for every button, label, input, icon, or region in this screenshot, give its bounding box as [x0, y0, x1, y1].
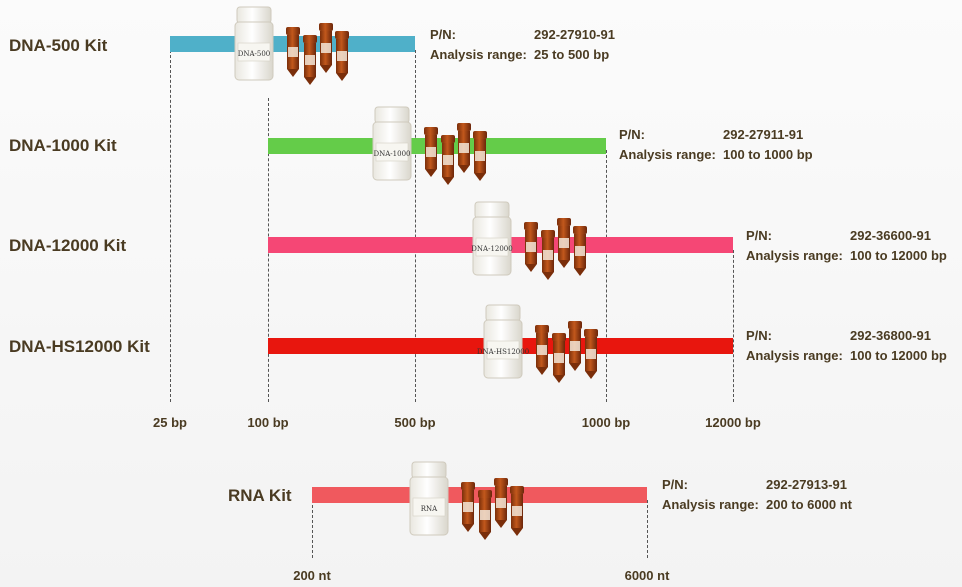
kit-name-label: DNA-HS12000 Kit — [9, 337, 150, 356]
kit-name-label: DNA-500 Kit — [9, 36, 108, 55]
analysis-range-value: 100 to 12000 bp — [850, 248, 947, 263]
analysis-range-label: Analysis range: — [662, 497, 759, 512]
part-number-value: 292-36800-91 — [850, 328, 931, 343]
analysis-range-row: Analysis range: 100 to 1000 bp — [619, 145, 813, 165]
reagent-vial — [457, 123, 471, 173]
part-number-row: P/N: 292-27913-91 — [662, 475, 852, 495]
part-number-label: P/N: — [746, 328, 772, 343]
reagent-vial — [568, 321, 582, 371]
analysis-range-row: Analysis range: 200 to 6000 nt — [662, 495, 852, 515]
analysis-range-row: Analysis range: 100 to 12000 bp — [746, 346, 947, 366]
part-number-value: 292-27913-91 — [766, 477, 847, 492]
reagent-bottle: DNA-500 — [234, 6, 274, 81]
part-number-row: P/N: 292-36800-91 — [746, 326, 947, 346]
part-number-label: P/N: — [662, 477, 688, 492]
reagent-vial — [535, 325, 549, 375]
axis-tick-label: 25 bp — [153, 415, 187, 430]
axis-guide-line — [415, 50, 416, 402]
reagent-bottle: DNA-1000 — [372, 106, 412, 181]
axis-tick-label: 100 bp — [247, 415, 289, 430]
part-number-value: 292-27911-91 — [723, 127, 804, 142]
reagent-vial — [335, 31, 349, 81]
part-number-value: 292-36600-91 — [850, 228, 931, 243]
reagent-vial — [441, 135, 455, 185]
reagent-vial — [303, 35, 317, 85]
analysis-range-value: 25 to 500 bp — [534, 47, 610, 62]
part-number-label: P/N: — [430, 27, 456, 42]
reagent-vial — [319, 23, 333, 73]
axis-guide-line — [606, 150, 607, 402]
kit-name-label: DNA-12000 Kit — [9, 236, 127, 255]
kit-name-label: DNA-1000 Kit — [9, 136, 117, 155]
analysis-range-label: Analysis range: — [430, 47, 527, 62]
reagent-vial — [557, 218, 571, 268]
analysis-range-label: Analysis range: — [746, 348, 843, 363]
part-number-label: P/N: — [619, 127, 645, 142]
analysis-range-row: Analysis range: 25 to 500 bp — [430, 45, 615, 65]
reagent-bottle: RNA — [409, 461, 449, 536]
analysis-range-row: Analysis range: 100 to 12000 bp — [746, 246, 947, 266]
reagent-vial — [524, 222, 538, 272]
reagent-vial — [473, 131, 487, 181]
bottle-label: DNA-1000 — [374, 150, 411, 158]
reagent-vial — [494, 478, 508, 528]
kit-product-image: RNA — [409, 461, 524, 540]
kit-product-image: DNA-500 — [234, 6, 349, 85]
reagent-vial — [478, 490, 492, 540]
axis-tick-label: 6000 nt — [624, 568, 670, 583]
kit-product-image: DNA-12000 — [471, 201, 587, 280]
reagent-vial — [286, 27, 300, 77]
axis-guide-line — [312, 500, 313, 558]
reagent-vial — [573, 226, 587, 276]
axis-guide-line — [647, 500, 648, 558]
bottle-label: RNA — [421, 505, 438, 513]
kit-name-label: RNA Kit — [228, 486, 292, 505]
analysis-range-label: Analysis range: — [619, 147, 716, 162]
kit-product-image: DNA-1000 — [372, 106, 487, 185]
analysis-range-value: 100 to 12000 bp — [850, 348, 947, 363]
bottle-label: DNA-12000 — [471, 245, 512, 253]
analysis-range-value: 200 to 6000 nt — [766, 497, 852, 512]
reagent-vial — [461, 482, 475, 532]
axis-guide-line — [170, 50, 171, 402]
reagent-bottle: DNA-12000 — [471, 201, 513, 276]
kit-product-image: DNA-HS12000 — [477, 304, 598, 383]
axis-tick-label: 12000 bp — [705, 415, 761, 430]
reagent-vial — [424, 127, 438, 177]
part-number-label: P/N: — [746, 228, 772, 243]
reagent-vial — [584, 329, 598, 379]
axis-guide-line — [733, 250, 734, 402]
bottle-label: DNA-HS12000 — [477, 348, 529, 356]
analysis-range-value: 100 to 1000 bp — [723, 147, 813, 162]
part-number-value: 292-27910-91 — [534, 27, 615, 42]
axis-tick-label: 1000 bp — [581, 415, 631, 430]
part-number-row: P/N: 292-27911-91 — [619, 125, 813, 145]
axis-tick-label: 500 bp — [394, 415, 436, 430]
part-number-row: P/N: 292-36600-91 — [746, 226, 947, 246]
axis-tick-label: 200 nt — [293, 568, 331, 583]
bottle-label: DNA-500 — [238, 50, 271, 58]
part-number-row: P/N: 292-27910-91 — [430, 25, 615, 45]
reagent-vial — [552, 333, 566, 383]
analysis-range-label: Analysis range: — [746, 248, 843, 263]
reagent-bottle: DNA-HS12000 — [477, 304, 529, 379]
reagent-vial — [541, 230, 555, 280]
reagent-vial — [510, 486, 524, 536]
